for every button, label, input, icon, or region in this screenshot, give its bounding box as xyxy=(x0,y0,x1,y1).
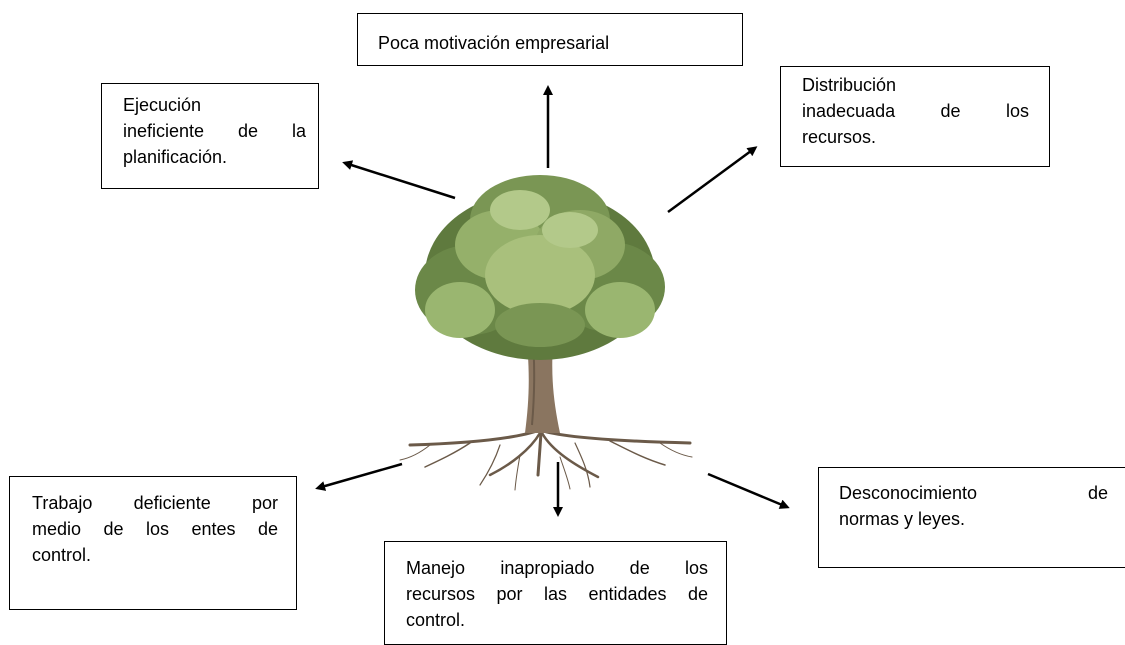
box-top-left-line2: ineficiente de la xyxy=(123,121,306,142)
box-bottom-left-line2: medio de los entes de xyxy=(32,519,278,540)
box-bottom-left: Trabajo deficiente por medio de los ente… xyxy=(9,476,297,610)
arrow-bottom-right xyxy=(707,472,790,509)
box-top-right: Distribución inadecuada de los recursos. xyxy=(780,66,1050,167)
box-top: Poca motivación empresarial xyxy=(357,13,743,66)
box-top-right-line2: inadecuada de los xyxy=(802,101,1029,122)
box-top-left-line1: Ejecución xyxy=(123,95,202,115)
box-bottom-center-line3: control. xyxy=(406,610,466,631)
arrow-top-left xyxy=(342,160,456,200)
box-bottom-left-line1: Trabajo deficiente por xyxy=(32,493,278,513)
arrow-bottom-left xyxy=(315,462,403,491)
box-bottom-center: Manejo inapropiado de los recursos por l… xyxy=(384,541,727,645)
box-bottom-center-line2: recursos por las entidades de xyxy=(406,584,708,605)
box-bottom-right-line1: Desconocimiento de xyxy=(839,483,1108,503)
box-bottom-right: Desconocimiento de normas y leyes. xyxy=(818,467,1125,568)
box-top-left-line3: planificación. xyxy=(123,147,228,168)
tree-illustration xyxy=(399,175,693,491)
box-bottom-left-line3: control. xyxy=(32,545,92,566)
box-top-left: Ejecución ineficiente de la planificació… xyxy=(101,83,319,189)
box-top-text: Poca motivación empresarial xyxy=(378,33,610,53)
box-bottom-center-line1: Manejo inapropiado de los xyxy=(406,558,708,578)
tree-foliage xyxy=(415,175,665,360)
box-bottom-right-line2: normas y leyes. xyxy=(839,509,966,530)
arrow-top-right xyxy=(667,146,758,214)
box-top-right-line3: recursos. xyxy=(802,127,877,148)
box-top-right-line1: Distribución xyxy=(802,75,897,95)
